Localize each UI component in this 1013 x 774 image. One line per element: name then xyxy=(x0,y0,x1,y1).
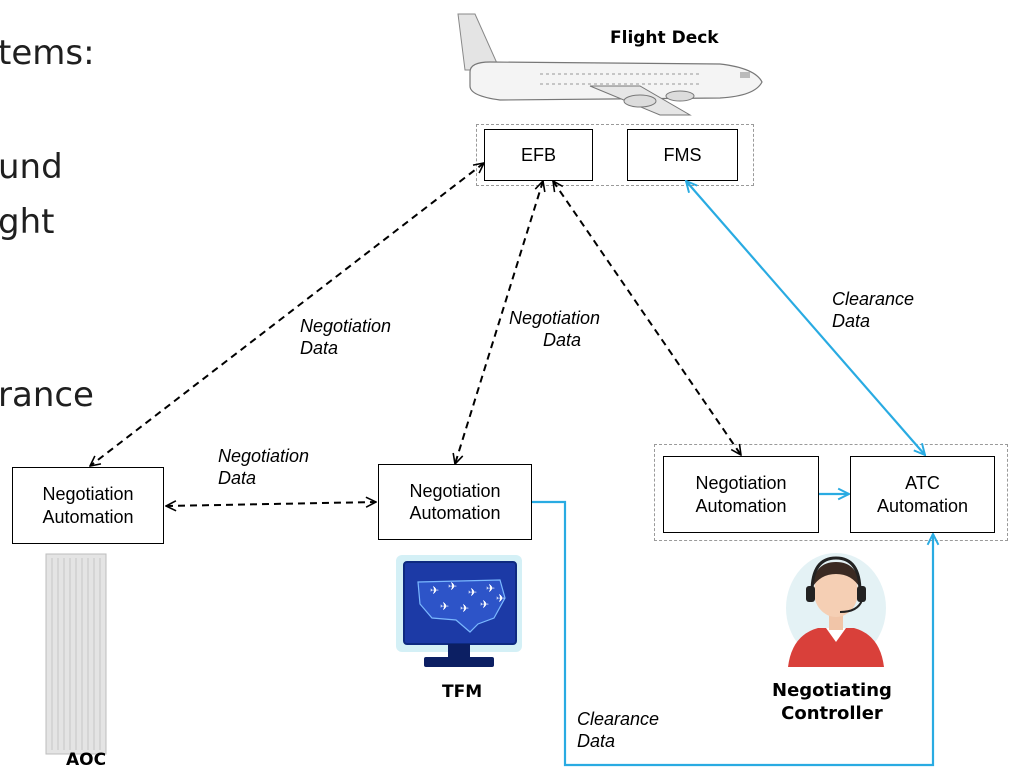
slide-text-line-3: ght xyxy=(0,202,55,242)
clearance-arrow-tfm-atc xyxy=(532,500,933,767)
negotiating-controller-caption: Negotiating Controller xyxy=(772,680,892,724)
svg-text:✈: ✈ xyxy=(440,600,449,613)
tfm-box-line-2: Automation xyxy=(409,503,501,523)
label-clearance-fms-atc: Clearance Data xyxy=(832,289,915,331)
svg-text:✈: ✈ xyxy=(480,598,489,611)
monitor-map-icon: ✈✈✈ ✈✈✈ ✈✈ xyxy=(396,555,522,667)
svg-text:✈: ✈ xyxy=(448,580,457,593)
flight-deck-title: Flight Deck xyxy=(610,28,719,48)
tfm-caption: TFM xyxy=(442,682,483,702)
negotiation-arrow-efb-tfm xyxy=(455,181,543,464)
clearance-arrow-fms-atc xyxy=(686,181,925,455)
aoc-negotiation-automation-box[interactable]: Negotiation Automation xyxy=(12,467,164,544)
fms-box[interactable]: FMS xyxy=(627,129,738,181)
atc-neg-box-line-1: Negotiation xyxy=(695,473,787,493)
controller-person-icon xyxy=(786,553,886,667)
negotiation-arrow-aoc-tfm xyxy=(166,502,376,506)
svg-text:✈: ✈ xyxy=(430,584,439,597)
label-negotiation-aoc-tfm: Negotiation Data xyxy=(218,446,310,488)
tfm-box-line-1: Negotiation xyxy=(409,480,501,501)
airplane-icon xyxy=(457,13,763,116)
tfm-negotiation-automation-box[interactable]: Negotiation Automation xyxy=(378,464,532,540)
svg-text:✈: ✈ xyxy=(460,602,469,615)
efb-box[interactable]: EFB xyxy=(484,129,593,181)
slide-text-line-1: tems: xyxy=(0,33,95,73)
aoc-box-line-2: Automation xyxy=(42,506,134,527)
fms-label: FMS xyxy=(663,144,702,165)
label-negotiation-efb-tfm: Negotiation Data xyxy=(509,308,601,350)
efb-label: EFB xyxy=(520,144,556,165)
negotiation-arrow-efb-aoc xyxy=(90,163,484,466)
aoc-caption: AOC xyxy=(66,750,107,770)
svg-text:✈: ✈ xyxy=(486,582,495,595)
label-negotiation-efb-aoc: Negotiation Data xyxy=(300,316,392,358)
atc-automation-box[interactable]: ATC Automation xyxy=(850,456,995,533)
label-clearance-tfm-atc: Clearance Data xyxy=(577,709,660,751)
svg-text:✈: ✈ xyxy=(468,586,477,599)
slide-text-line-2: und xyxy=(0,147,63,187)
slide-text-line-4: rance xyxy=(0,375,94,415)
svg-text:✈: ✈ xyxy=(496,592,505,605)
atc-box-line-2: Automation xyxy=(876,495,969,516)
atc-neg-box-line-2: Automation xyxy=(695,495,787,516)
building-icon xyxy=(45,553,107,755)
aoc-box-line-1: Negotiation xyxy=(42,484,134,504)
atc-negotiation-automation-box[interactable]: Negotiation Automation xyxy=(663,456,819,533)
atc-box-line-1: ATC xyxy=(905,473,940,493)
